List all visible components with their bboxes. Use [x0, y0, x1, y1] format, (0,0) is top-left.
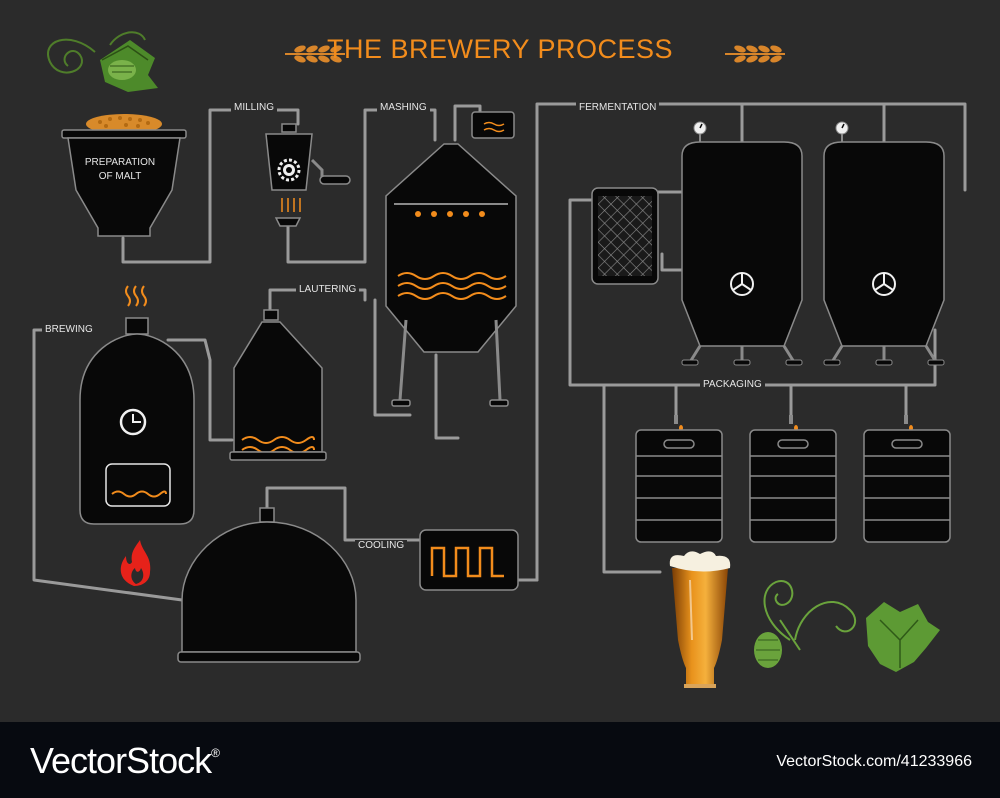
- label-fermentation: FERMENTATION: [576, 102, 660, 114]
- mash-tun: [385, 111, 517, 407]
- label-cooling: COOLING: [355, 540, 408, 552]
- malt-hopper: [61, 114, 187, 237]
- flame-icon: [120, 540, 151, 586]
- whirlpool-vessel: [177, 507, 361, 663]
- page-title: THE BREWERY PROCESS: [326, 34, 674, 64]
- label-lautering: LAUTERING: [296, 284, 360, 296]
- fermentation-tank-1: [681, 121, 803, 366]
- beer-glass-icon: [669, 551, 731, 688]
- keg-1: [635, 415, 723, 543]
- vectorstock-logo: VectorStock®: [30, 740, 220, 782]
- keg-3: [863, 415, 951, 543]
- label-brewing: BREWING: [42, 324, 96, 336]
- pipes: [32, 102, 967, 602]
- label-milling: MILLING: [231, 102, 278, 114]
- keg-2: [749, 415, 837, 543]
- image-credit: VectorStock.com/41233966: [776, 753, 972, 770]
- cooler: [419, 529, 519, 591]
- brew-kettle: [79, 285, 195, 525]
- filter: [591, 187, 659, 285]
- label-mashing: MASHING: [377, 102, 430, 114]
- brewery-diagram: [32, 31, 967, 688]
- label-preparation-of-malt: PREPARATION OF MALT: [84, 157, 156, 182]
- hops-decoration-bottom: [754, 579, 940, 672]
- hops-decoration-top: [47, 31, 158, 92]
- wheat-right-icon: [725, 45, 785, 63]
- brand-name: VectorStock: [30, 740, 212, 781]
- footer-bar: VectorStock® VectorStock.com/41233966: [0, 722, 1000, 798]
- mill: [265, 123, 351, 227]
- trademark-symbol: ®: [211, 746, 220, 760]
- wheat-left-icon: [285, 45, 345, 63]
- lauter-tun: [229, 309, 327, 461]
- label-packaging: PACKAGING: [700, 379, 765, 391]
- fermentation-tank-2: [823, 121, 945, 366]
